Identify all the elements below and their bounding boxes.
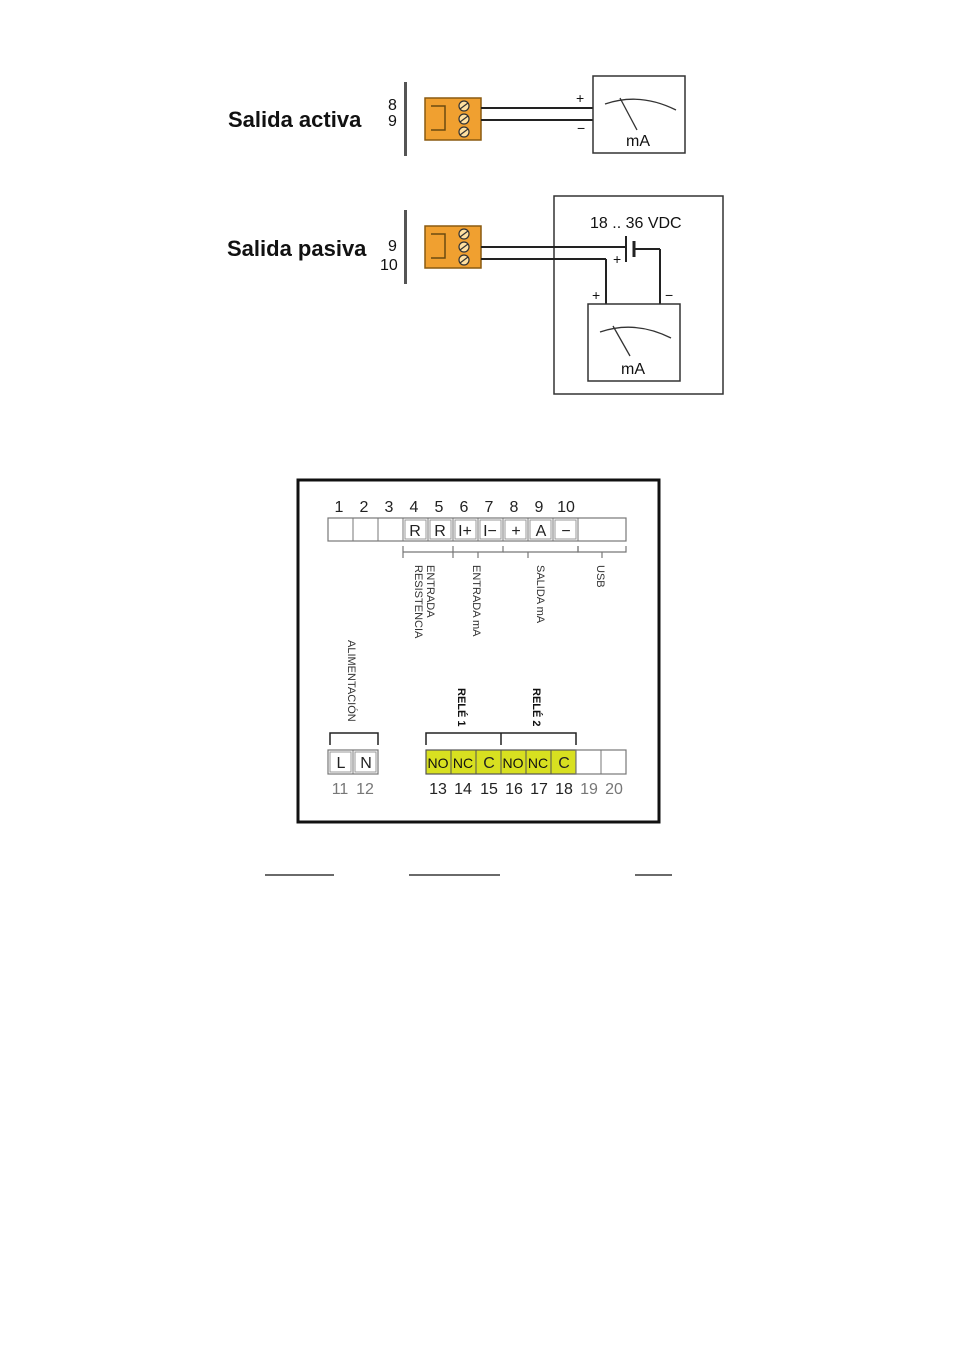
relay-label-18: C: [558, 755, 570, 772]
active-output-label: Salida activa: [228, 107, 362, 132]
group-label-entrada-ma: ENTRADA mA: [470, 565, 482, 637]
terminal-label-9: A: [536, 523, 547, 540]
terminal-label-5: R: [434, 523, 446, 540]
terminal-number-19: 19: [580, 781, 598, 798]
power-label-n: N: [360, 755, 372, 772]
terminal-block-panel: 1 2 3 4 5 6 7 8 9 10: [296, 478, 661, 824]
terminal-number-2: 2: [360, 499, 369, 516]
group-label-entrada: ENTRADA: [424, 565, 436, 618]
top-group-brackets: [402, 546, 627, 558]
bottom-terminal-numbers: 11 12 13 14 15 16 17 18 19 20: [332, 781, 623, 798]
relay-terminals: NO NC C NO NC C: [425, 749, 577, 775]
terminal-number-8: 8: [510, 499, 519, 516]
relay-label-16: NO: [503, 755, 524, 771]
battery-symbol: [625, 236, 661, 304]
active-pin-9: 9: [388, 113, 397, 130]
terminal-number-14: 14: [454, 781, 472, 798]
power-terminals: L N: [327, 749, 379, 775]
passive-enclosure: [553, 195, 724, 395]
terminal-label-4: R: [409, 523, 421, 540]
passive-output-diagram: Salida pasiva 9 10 18 .. 36 VDC + +: [227, 195, 724, 395]
active-plus-sign: +: [576, 90, 584, 106]
terminal-number-5: 5: [435, 499, 444, 516]
terminal-number-6: 6: [460, 499, 469, 516]
terminal-number-1: 1: [335, 499, 344, 516]
active-output-diagram: Salida activa 8 9 + − mA: [228, 75, 686, 156]
active-ammeter: mA: [592, 75, 686, 154]
terminal-number-3: 3: [385, 499, 394, 516]
terminal-number-4: 4: [410, 499, 419, 516]
passive-ammeter: mA: [587, 303, 681, 382]
passive-meter-unit: mA: [621, 361, 645, 378]
relay-label-15: C: [483, 755, 495, 772]
group-label-salida-ma: SALIDA mA: [534, 565, 546, 624]
terminal-number-10: 10: [557, 499, 575, 516]
relay-label-17: NC: [528, 755, 548, 771]
passive-connector-plug: [424, 225, 482, 269]
bottom-group-brackets: [329, 732, 577, 745]
group-label-alimentacion: ALIMENTACIÓN: [345, 640, 358, 722]
terminal-label-7: I−: [483, 523, 497, 540]
group-label-rele-2: RELÉ 2: [530, 688, 543, 727]
terminal-label-10: −: [561, 523, 570, 540]
battery-plus-sign: +: [613, 251, 621, 267]
terminal-number-11: 11: [332, 781, 349, 798]
terminal-number-20: 20: [605, 781, 623, 798]
top-terminal-numbers: 1 2 3 4 5 6 7 8 9 10: [335, 499, 575, 516]
relay-label-14: NC: [453, 755, 473, 771]
active-pin-8: 8: [388, 97, 397, 114]
relay-label-13: NO: [428, 755, 449, 771]
terminal-number-18: 18: [555, 781, 573, 798]
panel-edge: [404, 82, 407, 156]
power-label-l: L: [337, 755, 346, 772]
terminal-number-17: 17: [530, 781, 548, 798]
passive-pin-10: 10: [380, 257, 398, 274]
meter-plus-sign: +: [592, 287, 600, 303]
terminal-number-12: 12: [356, 781, 374, 798]
meter-minus-sign: −: [665, 287, 673, 303]
terminal-number-7: 7: [485, 499, 494, 516]
top-terminal-strip: R R I+ I− + A −: [327, 517, 627, 542]
active-minus-sign: −: [577, 120, 585, 136]
terminal-number-9: 9: [535, 499, 544, 516]
supply-voltage-label: 18 .. 36 VDC: [590, 215, 682, 232]
active-meter-unit: mA: [626, 133, 650, 150]
terminal-label-6: I+: [458, 523, 472, 540]
terminal-number-16: 16: [505, 781, 523, 798]
terminal-label-8: +: [511, 523, 520, 540]
group-label-resistencia: RESISTENCIA: [412, 565, 424, 639]
panel-edge-2: [404, 210, 407, 284]
group-label-rele-1: RELÉ 1: [455, 688, 468, 727]
terminal-number-15: 15: [480, 781, 498, 798]
passive-output-label: Salida pasiva: [227, 236, 367, 261]
passive-pin-9: 9: [388, 238, 397, 255]
active-connector-plug: [424, 97, 482, 141]
spare-terminals: [575, 749, 627, 775]
terminal-number-13: 13: [429, 781, 447, 798]
group-label-usb: USB: [594, 565, 606, 588]
